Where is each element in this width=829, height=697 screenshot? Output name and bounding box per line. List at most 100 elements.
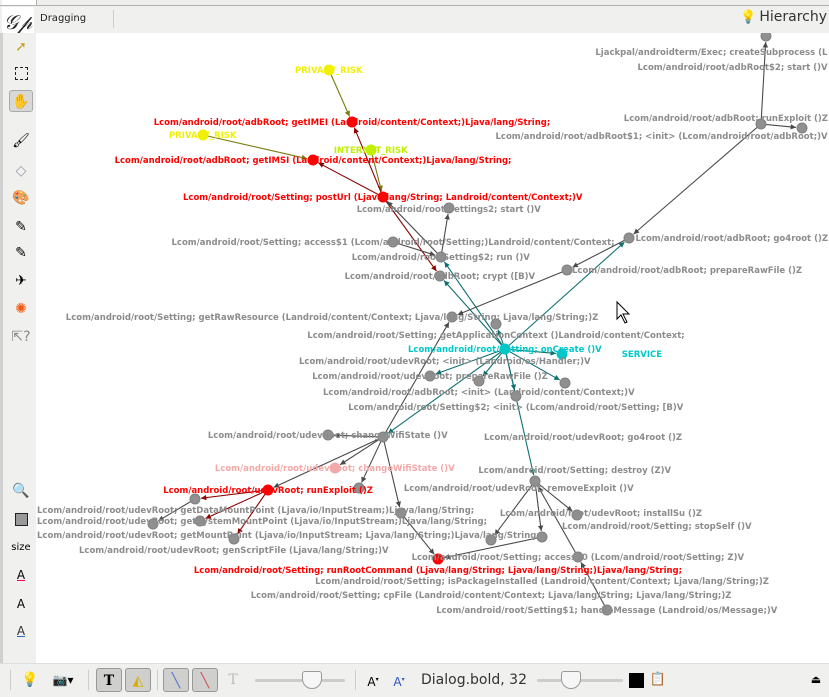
graph-node[interactable] xyxy=(571,509,583,521)
graph-node[interactable] xyxy=(796,122,808,134)
pointer-help-icon[interactable]: ⇱? xyxy=(11,329,31,345)
graph-edge[interactable] xyxy=(361,436,384,483)
graph-node[interactable] xyxy=(395,507,407,519)
graph-node[interactable] xyxy=(424,370,436,382)
graph-node[interactable] xyxy=(572,551,584,563)
graph-node[interactable] xyxy=(755,118,767,130)
graph-node[interactable] xyxy=(323,64,335,76)
graph-edge[interactable] xyxy=(400,512,435,555)
show-node-labels-toggle[interactable]: T xyxy=(96,668,122,692)
graph-edge[interactable] xyxy=(504,348,536,476)
label-size-icon[interactable]: A xyxy=(16,624,26,638)
slider-thumb[interactable] xyxy=(302,671,322,689)
pencil-icon[interactable]: ✎ xyxy=(15,219,27,235)
graph-node[interactable] xyxy=(353,482,365,494)
edge-pencil-icon[interactable]: ✎ xyxy=(15,245,27,261)
graph-edge[interactable] xyxy=(443,280,506,350)
hierarchy-button[interactable]: 💡Hierarchy xyxy=(740,9,827,25)
graph-node[interactable] xyxy=(473,375,485,387)
graph-node[interactable] xyxy=(529,475,541,487)
graph-node[interactable] xyxy=(322,429,334,441)
graph-node[interactable] xyxy=(760,30,772,42)
graph-edge[interactable] xyxy=(392,241,436,257)
graph-edge[interactable] xyxy=(328,69,351,117)
graph-node[interactable] xyxy=(536,531,548,543)
graph-node[interactable] xyxy=(446,311,458,323)
graph-edge[interactable] xyxy=(205,489,269,520)
font-selector[interactable]: Dialog.bold, 32 xyxy=(421,672,527,688)
graph-edge[interactable] xyxy=(760,41,769,125)
graph-edge[interactable] xyxy=(339,436,384,466)
graph-edge[interactable] xyxy=(200,489,269,501)
graph-edge[interactable] xyxy=(387,348,506,434)
graph-edge[interactable] xyxy=(443,536,543,560)
expand-icon[interactable]: ⏏ xyxy=(810,673,822,686)
slider-thumb[interactable] xyxy=(561,671,581,689)
size-button[interactable]: size xyxy=(11,542,31,553)
graph-edge[interactable] xyxy=(534,480,573,512)
graph-edge[interactable] xyxy=(386,200,442,258)
diamond-icon[interactable]: ◇ xyxy=(15,163,27,179)
graph-edge[interactable] xyxy=(318,162,384,198)
graph-edge[interactable] xyxy=(435,348,506,375)
label-font-icon[interactable]: A xyxy=(16,597,26,611)
label-color-icon[interactable]: A xyxy=(16,568,26,582)
graph-edge[interactable] xyxy=(440,213,450,258)
graph-node[interactable] xyxy=(485,534,497,546)
graph-node[interactable] xyxy=(377,191,389,203)
show-edges-toggle[interactable]: ╲ xyxy=(163,668,189,692)
graph-node[interactable] xyxy=(189,493,201,505)
graph-edge[interactable] xyxy=(580,561,608,611)
graph-node[interactable] xyxy=(365,144,377,156)
sun-icon[interactable]: ✺ xyxy=(15,301,27,317)
graph-node[interactable] xyxy=(346,116,358,128)
edge-labels-toggle[interactable]: ◭ xyxy=(125,668,151,692)
select-arrow-icon[interactable]: ➚ xyxy=(15,39,27,55)
lightbulb-icon[interactable]: 💡 xyxy=(21,672,39,688)
graph-edge[interactable] xyxy=(202,134,308,161)
graph-edge[interactable] xyxy=(494,480,536,536)
font-color-icon[interactable]: A▾ xyxy=(393,675,405,689)
graph-edge[interactable] xyxy=(534,480,544,532)
graph-edge[interactable] xyxy=(443,261,506,350)
graph-node[interactable] xyxy=(556,348,568,360)
graph-edge[interactable] xyxy=(504,348,557,356)
edge-scale-slider[interactable] xyxy=(255,679,345,682)
graph-node[interactable] xyxy=(499,343,511,355)
graph-node[interactable] xyxy=(329,462,341,474)
graph-edge[interactable] xyxy=(157,498,196,522)
text-icon[interactable]: T xyxy=(228,672,238,688)
graph-edge[interactable] xyxy=(382,196,437,272)
graph-node[interactable] xyxy=(432,553,444,565)
airplane-icon[interactable]: ✈ xyxy=(15,273,27,289)
font-decrease-icon[interactable]: A▾ xyxy=(367,675,379,689)
graph-node[interactable] xyxy=(197,129,209,141)
edge-color-toggle[interactable]: ╲ xyxy=(192,668,218,692)
graph-edge[interactable] xyxy=(333,432,384,439)
graph-node[interactable] xyxy=(435,251,447,263)
graph-node[interactable] xyxy=(510,390,522,402)
graph-node[interactable] xyxy=(559,377,571,389)
graph-node[interactable] xyxy=(194,515,206,527)
graph-edge[interactable] xyxy=(382,321,450,438)
graph-edge[interactable] xyxy=(353,127,384,198)
zoom-fit-icon[interactable]: 🔍 xyxy=(12,483,30,499)
graph-edge[interactable] xyxy=(504,348,561,381)
graph-edge[interactable] xyxy=(537,485,579,558)
graph-node[interactable] xyxy=(490,318,502,330)
graph-svg[interactable]: PRIVACY_RISKPRIVACY_RISKINTERNET_RISKLco… xyxy=(36,14,829,663)
color-palette-icon[interactable]: 🎨 xyxy=(12,190,30,206)
graph-node[interactable] xyxy=(561,264,573,276)
graph-edge[interactable] xyxy=(633,123,762,235)
graph-node[interactable] xyxy=(147,518,159,530)
graph-node[interactable] xyxy=(434,270,446,282)
graph-node[interactable] xyxy=(307,154,319,166)
label-color-swatch[interactable] xyxy=(629,673,644,688)
graph-edge[interactable] xyxy=(482,348,506,377)
graph-edge[interactable] xyxy=(370,149,383,192)
graph-node[interactable] xyxy=(443,202,455,214)
graph-node[interactable] xyxy=(601,604,613,616)
clipboard-icon[interactable]: 📋 xyxy=(649,672,667,687)
graph-edge[interactable] xyxy=(504,241,625,350)
